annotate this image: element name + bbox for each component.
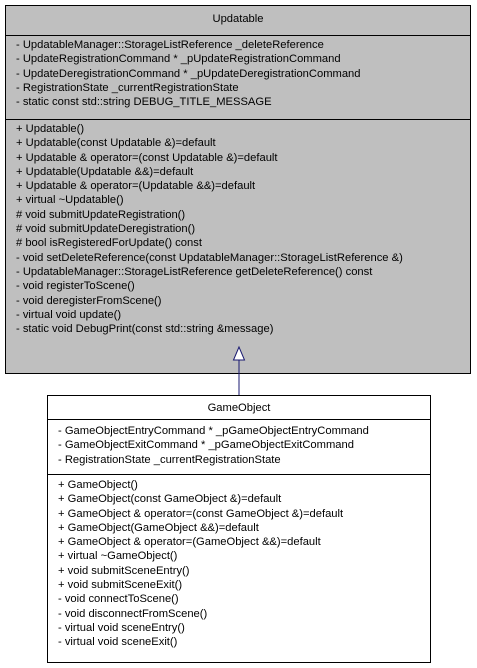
gameobject-operation: + void submitSceneExit() <box>58 579 183 592</box>
updatable-attributes: - UpdatableManager::StorageListReference… <box>6 36 470 120</box>
gameobject-operation: + GameObject(const GameObject &)=default <box>58 493 282 506</box>
gameobject-operation: + GameObject & operator=(const GameObjec… <box>58 507 344 520</box>
updatable-operations: + Updatable() + Updatable(const Updatabl… <box>6 120 470 336</box>
updatable-attribute: - static const std::string DEBUG_TITLE_M… <box>16 96 272 109</box>
gameobject-operations: + GameObject() + GameObject(const GameOb… <box>48 475 430 650</box>
updatable-operation: - void setDeleteReference(const Updatabl… <box>16 251 403 264</box>
gameobject-operation: + virtual ~GameObject() <box>58 550 178 563</box>
updatable-class-title: Updatable <box>6 6 470 36</box>
updatable-operation: - static void DebugPrint(const std::stri… <box>16 323 274 336</box>
updatable-operation: - void deregisterFromScene() <box>16 294 162 307</box>
gameobject-operation: - virtual void sceneEntry() <box>58 621 185 634</box>
gameobject-operation: - void disconnectFromScene() <box>58 607 208 620</box>
gameobject-operation: + GameObject & operator=(GameObject &&)=… <box>58 536 321 549</box>
updatable-operation: + Updatable(const Updatable &)=default <box>16 137 216 150</box>
updatable-operation: - void registerToScene() <box>16 280 135 293</box>
updatable-attribute: - UpdateDeregistrationCommand * _pUpdate… <box>16 67 361 80</box>
updatable-operation: + Updatable() <box>16 123 85 135</box>
gameobject-operation: + void submitSceneEntry() <box>58 564 190 577</box>
updatable-attribute: - UpdateRegistrationCommand * _pUpdateRe… <box>16 53 341 66</box>
updatable-operation: # bool isRegisteredForUpdate() const <box>16 237 202 250</box>
updatable-operation: + Updatable(Updatable &&)=default <box>16 165 194 178</box>
gameobject-operation: + GameObject() <box>58 479 138 491</box>
updatable-operation: - virtual void update() <box>16 308 122 321</box>
gameobject-attribute: - RegistrationState _currentRegistration… <box>58 453 281 466</box>
gameobject-attributes: - GameObjectEntryCommand * _pGameObjectE… <box>48 420 430 475</box>
gameobject-attribute: - GameObjectExitCommand * _pGameObjectEx… <box>58 439 354 452</box>
gameobject-operation: - void connectToScene() <box>58 593 179 606</box>
gameobject-class-box[interactable]: GameObject - GameObjectEntryCommand * _p… <box>47 395 431 663</box>
gameobject-class-title: GameObject <box>48 396 430 420</box>
updatable-operation: # void submitUpdateDeregistration() <box>16 223 196 236</box>
updatable-operation: + Updatable & operator=(Updatable &&)=de… <box>16 180 256 193</box>
updatable-attribute: - RegistrationState _currentRegistration… <box>16 81 239 94</box>
gameobject-attribute: - GameObjectEntryCommand * _pGameObjectE… <box>58 425 369 437</box>
updatable-operation: # void submitUpdateRegistration() <box>16 208 186 221</box>
gameobject-operation: - virtual void sceneExit() <box>58 636 178 649</box>
gameobject-operation: + GameObject(GameObject &&)=default <box>58 521 259 534</box>
updatable-class-box[interactable]: Updatable - UpdatableManager::StorageLis… <box>5 5 471 374</box>
updatable-operation: + Updatable & operator=(const Updatable … <box>16 151 278 164</box>
updatable-attribute: - UpdatableManager::StorageListReference… <box>16 39 324 51</box>
updatable-operation: + virtual ~Updatable() <box>16 194 124 207</box>
updatable-operation: - UpdatableManager::StorageListReference… <box>16 265 373 278</box>
